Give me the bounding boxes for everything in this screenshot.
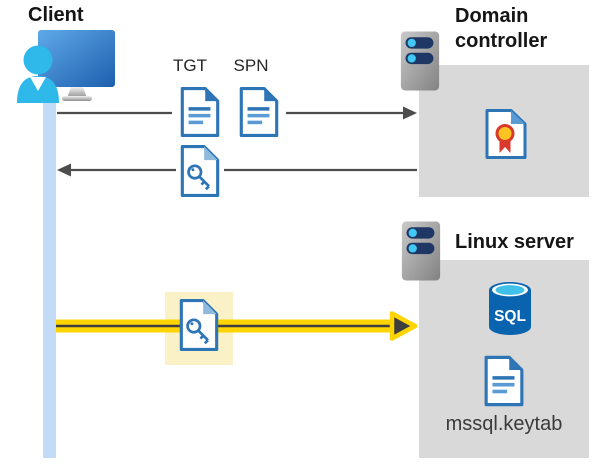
domain-controller-label: Domain controller — [455, 5, 548, 52]
tgt-label: TGT — [173, 56, 207, 75]
linux-server-icon — [401, 221, 441, 281]
spn-document-icon — [236, 84, 282, 140]
keytab-file-label: mssql.keytab — [445, 413, 563, 435]
keytab-document-icon — [483, 355, 525, 407]
linux-server-label: Linux server — [455, 231, 574, 253]
ticket-key-document-icon — [176, 142, 224, 200]
sql-database-icon: SQL — [489, 282, 531, 335]
tgt-document-icon — [177, 84, 223, 140]
sql-icon-label: SQL — [494, 308, 526, 325]
person-at-monitor-icon — [17, 30, 115, 103]
client-lifeline — [43, 92, 56, 458]
arrow-dc-to-client — [57, 163, 417, 177]
certificate-document-icon — [485, 109, 527, 159]
keytab-key-document-icon — [178, 299, 220, 351]
domain-controller-server-icon — [400, 31, 440, 91]
arrow-client-to-linux — [56, 311, 418, 341]
arrow-client-to-dc — [57, 106, 417, 120]
spn-label: SPN — [233, 56, 269, 75]
client-label: Client — [28, 4, 84, 26]
